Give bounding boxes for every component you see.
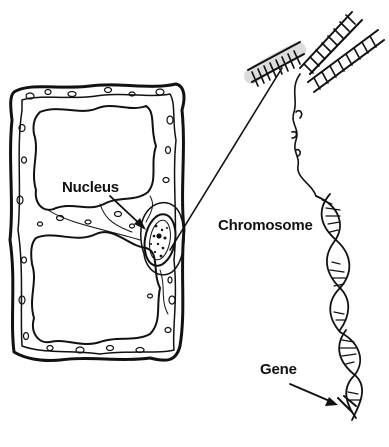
gene-marker [338, 396, 356, 412]
dna-double-helix-lower [339, 330, 362, 420]
vacuole-lower [31, 232, 160, 344]
cytoplasm-strands [48, 196, 168, 314]
chromosome-label: Chromosome [218, 217, 313, 234]
organelles [17, 88, 175, 354]
dna-double-helix-upper [316, 194, 349, 332]
gene-label: Gene [260, 361, 297, 378]
chromosome-coil [248, 12, 384, 92]
chromatid-right-b [308, 30, 384, 92]
dna-strand [292, 74, 316, 196]
gene-arrowhead [325, 397, 338, 406]
plant-cell [10, 84, 184, 361]
gene-arrow [290, 384, 332, 402]
nucleus-label: Nucleus [62, 179, 119, 196]
base-pairs-upper [322, 200, 346, 320]
chromatid-left [248, 42, 304, 86]
